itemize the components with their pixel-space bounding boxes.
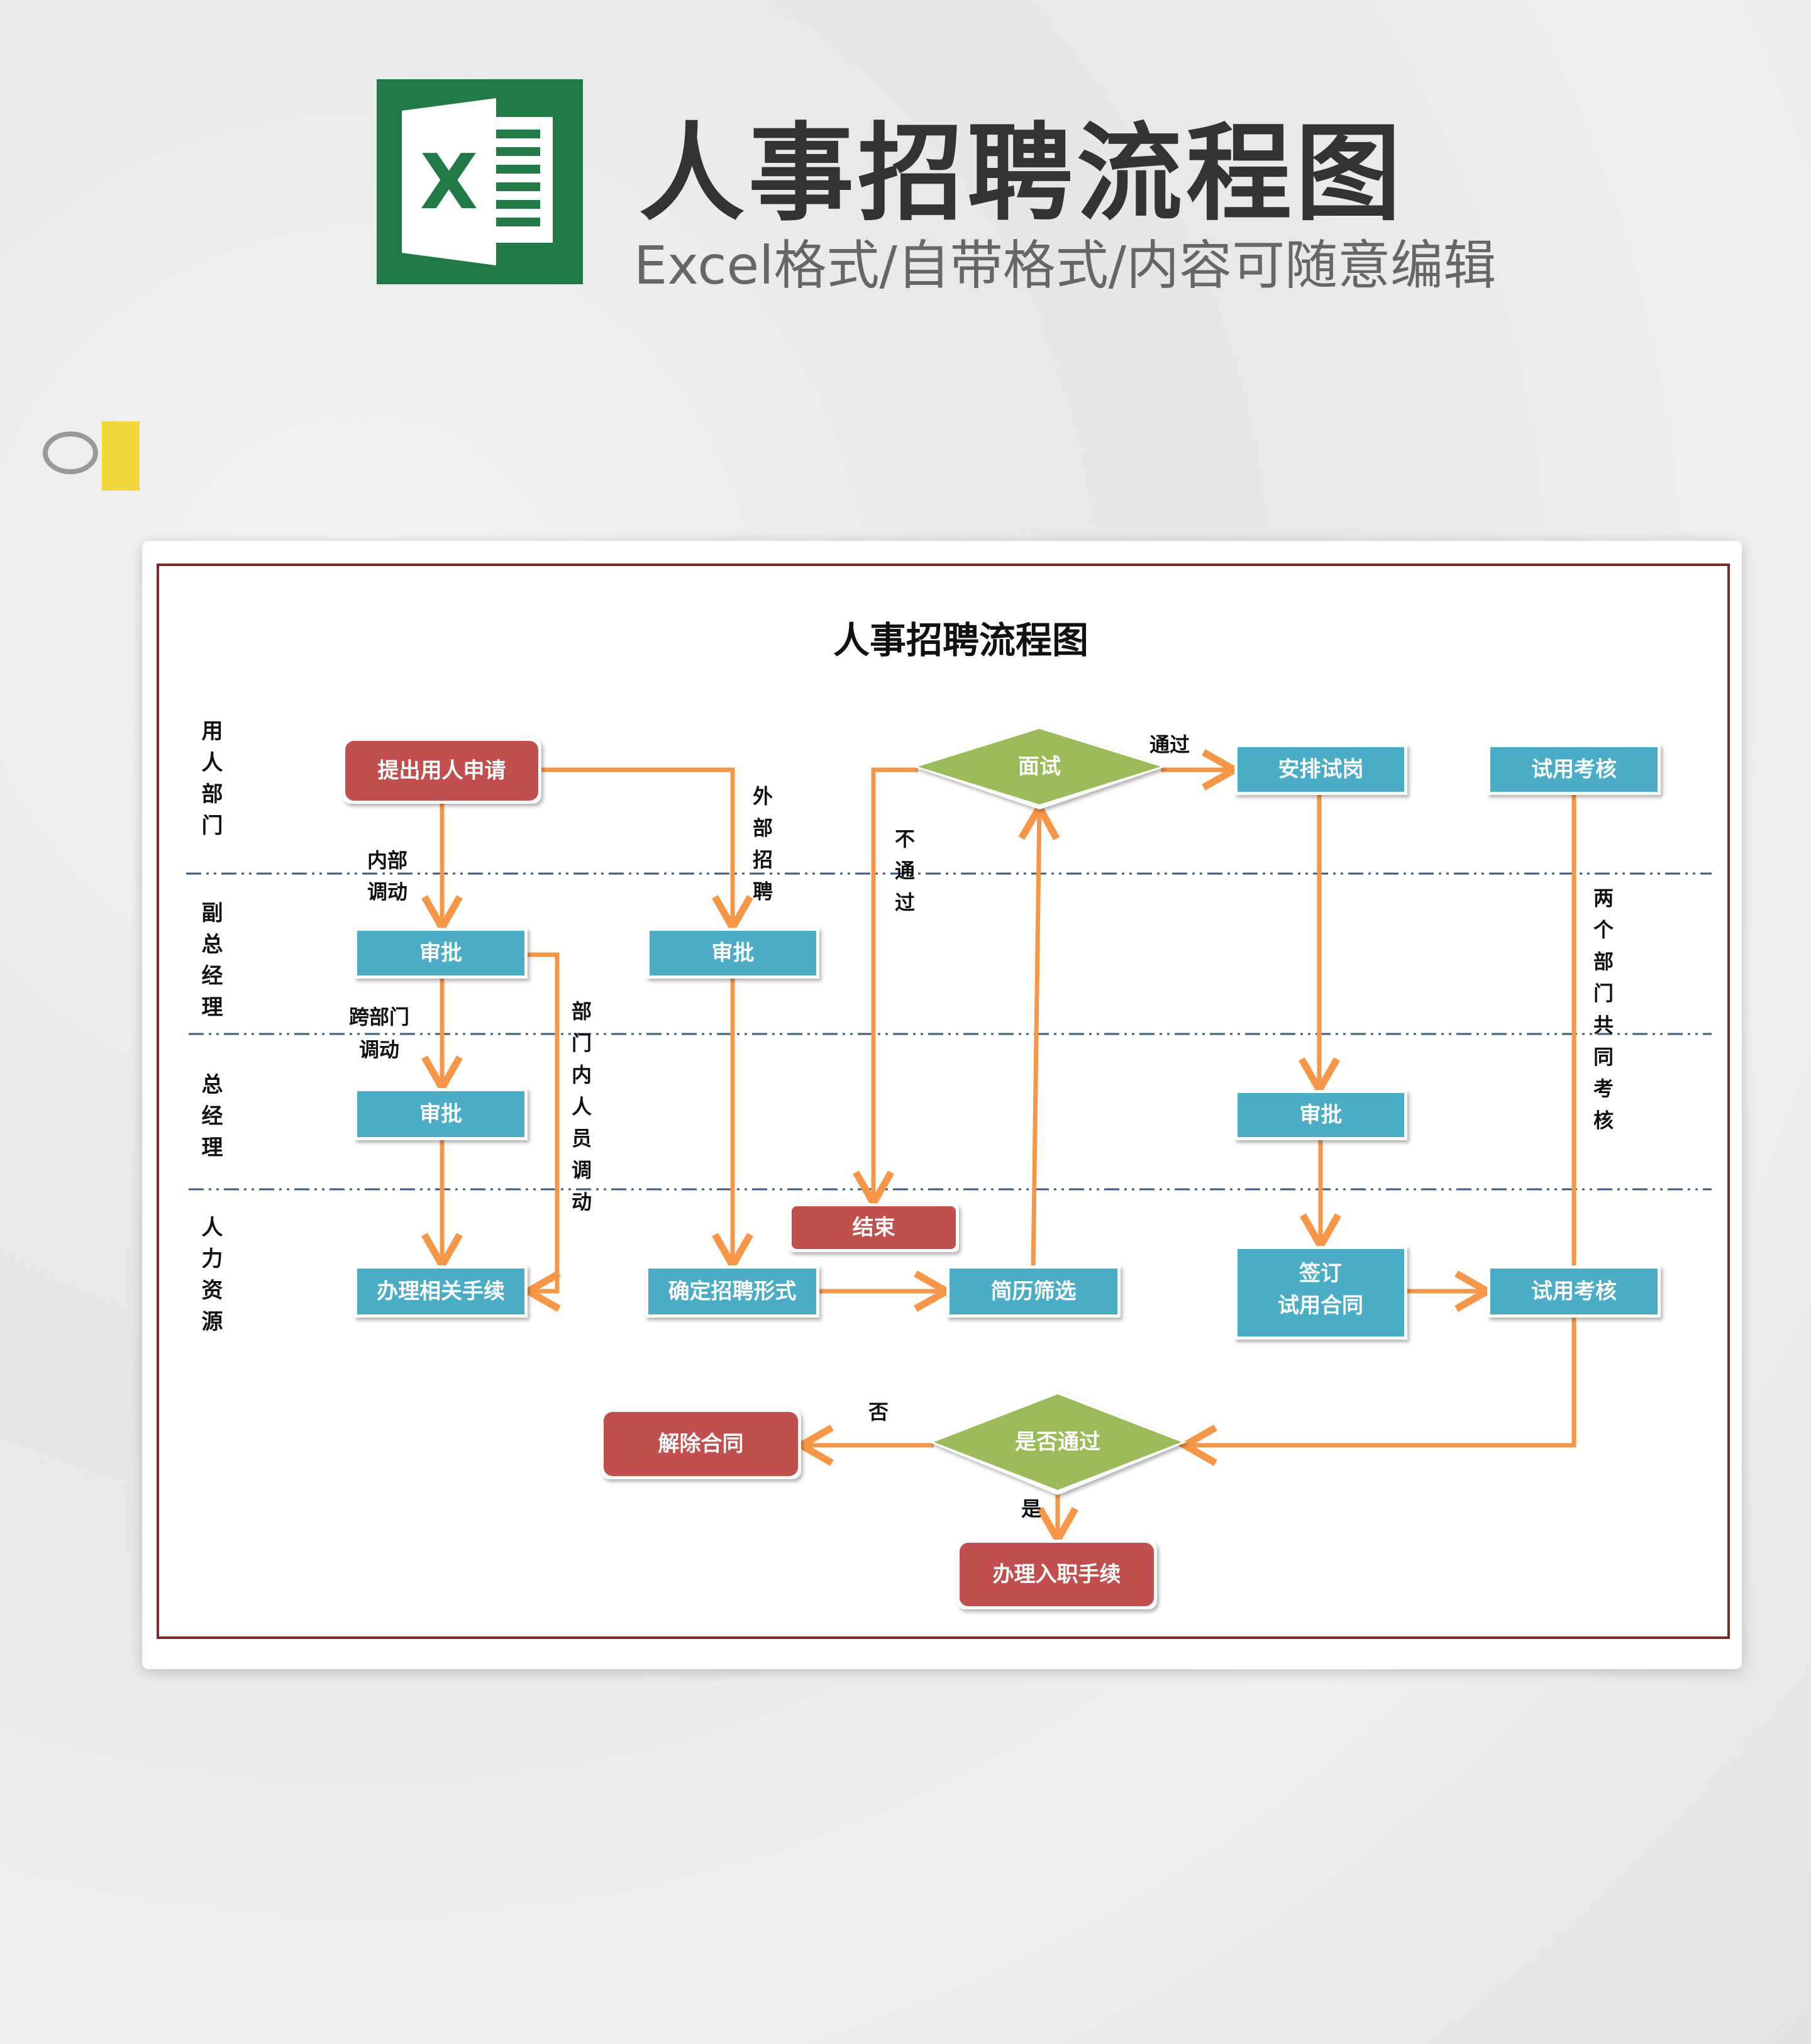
page-subtitle: Excel格式/自带格式/内容可随意编辑 [634, 235, 1497, 296]
decision-label: 面试 [1018, 754, 1061, 779]
node-decide: 确定招聘形式 [645, 1265, 819, 1318]
node-trial_eval_bottom: 试用考核 [1487, 1265, 1661, 1318]
node-handle: 办理相关手续 [354, 1265, 528, 1318]
label-cross_1: 跨部门 [349, 1005, 409, 1029]
node-label: 办理相关手续 [377, 1279, 505, 1304]
lane-label-hiring-dept: 用人部门 [197, 719, 223, 845]
node-end: 结束 [789, 1203, 959, 1252]
node-trial_eval_top: 试用考核 [1487, 744, 1661, 795]
binder-clip-icon [39, 415, 146, 499]
label-joint: 两个部门共同考核 [1590, 887, 1614, 1141]
node-approve2: 审批 [646, 928, 819, 979]
node-label: 确定招聘形式 [668, 1279, 797, 1304]
diagram-title: 人事招聘流程图 [833, 619, 1088, 662]
arrows [421, 749, 1576, 1547]
node-label: 简历筛选 [991, 1279, 1077, 1304]
diagram-border [157, 564, 1730, 1639]
label-yes: 是 [1021, 1497, 1041, 1521]
node-screen: 简历筛选 [946, 1265, 1121, 1318]
node-label: 提出用人申请 [378, 758, 506, 784]
lane-label-vice-gm: 副总经理 [197, 901, 223, 1027]
label-dept_transfer: 部门内人员调动 [568, 1001, 592, 1223]
lane-label-gm: 总经理 [197, 1073, 223, 1167]
node-label: 结束 [853, 1215, 895, 1240]
decision-interview: 面试 [913, 725, 1166, 809]
label-fail: 不通过 [892, 828, 916, 924]
lane-dividers [186, 872, 1712, 1191]
label-internal_1: 内部 [367, 848, 407, 872]
arrow [1177, 1314, 1576, 1466]
decision-pass_q: 是否通过 [929, 1391, 1187, 1495]
node-label: 审批 [419, 1102, 462, 1127]
node-label: 审批 [712, 941, 755, 966]
label-internal_2: 调动 [367, 880, 407, 904]
lane-label-hr: 人力资源 [197, 1216, 223, 1341]
node-apply: 提出用人申请 [342, 738, 541, 804]
node-approve1: 审批 [354, 928, 528, 979]
node-onboard: 办理入职手续 [956, 1540, 1157, 1609]
node-label: 试用考核 [1531, 1279, 1617, 1304]
logo-letter: X [420, 139, 479, 226]
node-terminate: 解除合同 [601, 1409, 801, 1479]
label-cross_2: 调动 [359, 1038, 399, 1062]
node-label: 解除合同 [658, 1431, 744, 1457]
arrow [1018, 800, 1060, 1269]
arrow [538, 767, 753, 935]
label-external: 外部招聘 [750, 786, 773, 913]
node-trial_arrange: 安排试岗 [1234, 744, 1407, 795]
arrow [521, 952, 561, 1312]
page-title: 人事招聘流程图 [639, 112, 1405, 235]
node-approve4: 审批 [1234, 1090, 1407, 1140]
label-no: 否 [868, 1400, 889, 1424]
node-approve3: 审批 [354, 1088, 528, 1140]
label-pass: 通过 [1149, 733, 1190, 757]
excel-logo-icon: X [377, 79, 583, 284]
node-label: 签订 [1299, 1261, 1342, 1286]
node-label: 审批 [1300, 1103, 1343, 1128]
node-label: 试用合同 [1278, 1293, 1363, 1318]
node-label: 安排试岗 [1278, 757, 1364, 782]
node-label: 试用考核 [1531, 757, 1617, 782]
decision-label: 是否通过 [1015, 1430, 1100, 1455]
node-label: 审批 [419, 941, 462, 966]
arrow [853, 767, 918, 1211]
node-label: 办理入职手续 [993, 1562, 1121, 1587]
